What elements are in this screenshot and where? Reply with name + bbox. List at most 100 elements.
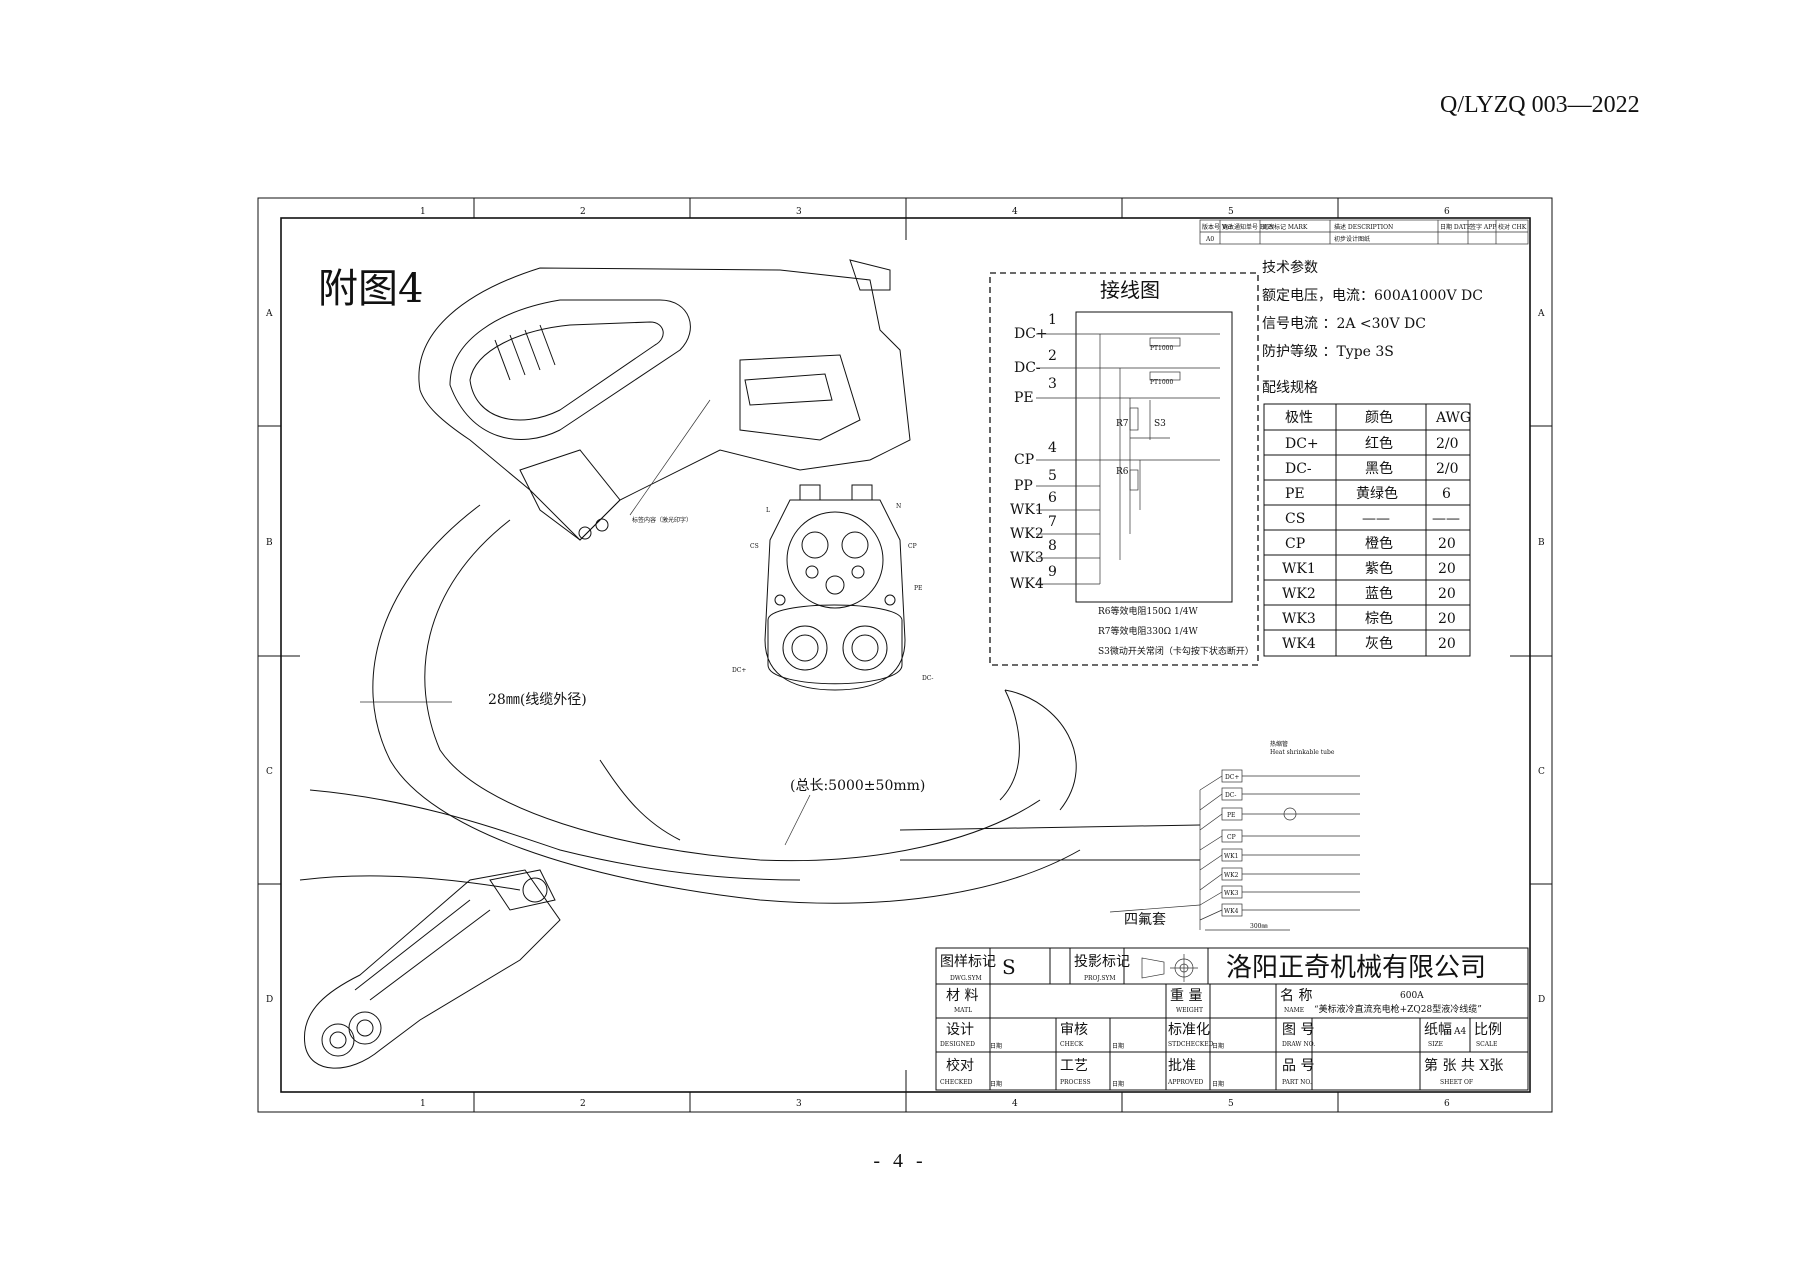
wiring-terminals: 1 DC+ 2 DC- 3 PE 4 CP 5 PP 6 WK1 7 WK2 8… (1010, 312, 1057, 592)
tb-label-en: DESIGNED (940, 1041, 975, 1048)
cable-drawing (299, 504, 1201, 904)
wire-spec-title: 配线规格 (1262, 380, 1318, 396)
tb-label: 标准化 (1168, 1022, 1210, 1038)
harness-dim: 300㎜ (1250, 923, 1267, 930)
tb-label-en: PROJ.SYM (1084, 975, 1116, 982)
tb-date: 日期 (1112, 1042, 1124, 1050)
harness-label: WK3 (1224, 890, 1239, 897)
harness-label: DC- (1225, 792, 1236, 799)
figure-title: 附图4 (318, 266, 423, 312)
wire-spec-table: 极性 颜色 AWG DC+ 红色 2/0 DC- 黑色 2/0 PE 黄绿色 6… (1263, 403, 1471, 657)
ptfe-sleeve-callout: 四氟套 (1124, 912, 1166, 928)
tb-label-en: PART NO. (1282, 1079, 1312, 1086)
wiring-diagram-box (989, 272, 1259, 666)
tb-date: 日期 (990, 1080, 1002, 1088)
tb-sheet: 第 张 共 X张 (1424, 1057, 1503, 1074)
spec-cell: —— (1432, 511, 1460, 527)
component-label: PT1000 (1150, 345, 1173, 352)
row-label: D (1538, 995, 1545, 1005)
tech-params-title: 技术参数 (1262, 259, 1318, 276)
tb-label: 重 量 (1170, 988, 1202, 1004)
rev-header: 签字 APP (1470, 223, 1496, 231)
tb-label: 批准 (1168, 1058, 1196, 1074)
col-label: 6 (1444, 207, 1450, 217)
pin-label: CP (908, 543, 917, 550)
tb-value: S (1002, 955, 1016, 979)
spec-cell: 6 (1442, 486, 1451, 502)
cable-od-callout: 28㎜(线缆外径) (488, 692, 587, 708)
charging-gun-iso-drawing (303, 869, 561, 1069)
spec-cell: 2/0 (1436, 461, 1459, 477)
terminal-label: CP (1014, 452, 1034, 468)
tb-name-value: “美标液冷直流充电枪+ZQ28型液冷线缆” (1314, 1003, 1482, 1015)
tb-label: 比例 (1474, 1022, 1502, 1038)
tb-label-en: NAME (1284, 1007, 1304, 1014)
tb-name-value: 600A (1400, 991, 1424, 1001)
rev-header: 校对 CHK (1498, 223, 1527, 231)
tb-label-en: DRAW NO. (1282, 1041, 1315, 1048)
tb-label: 图 号 (1282, 1022, 1314, 1038)
rev-header: 更改通知单号 ECN (1222, 223, 1274, 231)
harness-label: WK4 (1224, 908, 1239, 915)
rev-cell: 初步设计图纸 (1334, 235, 1370, 243)
spec-cell: 黑色 (1365, 460, 1393, 477)
col-label: 3 (796, 207, 802, 217)
pin-label: L (766, 507, 770, 514)
component-label: R6 (1116, 467, 1129, 477)
harness-label: WK2 (1224, 872, 1239, 879)
spec-cell: 蓝色 (1365, 585, 1393, 602)
spec-cell: 灰色 (1365, 635, 1393, 652)
terminal-label: DC+ (1014, 326, 1048, 342)
spec-cell: 红色 (1365, 435, 1393, 452)
pin-label: N (896, 503, 901, 510)
outer-frame (257, 197, 1553, 1113)
row-label: B (266, 538, 273, 548)
tb-label-en: CHECKED (940, 1079, 973, 1086)
terminal-label: DC- (1014, 360, 1041, 376)
socket-pin-labels: L N CS CP PE DC+ DC- (732, 503, 933, 682)
component-label: S3 (1154, 419, 1166, 429)
col-label: 4 (1012, 207, 1018, 217)
component-label: PT1000 (1150, 379, 1173, 386)
wiring-lines (1036, 333, 1220, 585)
rev-header: 日期 DATE (1440, 223, 1471, 231)
tb-date: 日期 (1112, 1080, 1124, 1088)
spec-cell: 20 (1438, 561, 1456, 577)
spec-cell: WK2 (1282, 586, 1316, 602)
wiring-note: S3微动开关常闭（卡勾按下状态断开） (1098, 645, 1254, 657)
wiring-components: PT1000 PT1000 R7 S3 R6 (1116, 345, 1173, 477)
spec-header: AWG (1435, 410, 1471, 426)
wiring-note: R7等效电阻330Ω 1/4W (1098, 625, 1198, 637)
harness-breakout: 热缩管 Heat shrinkable tube DC+ DC- PE CP W… (1199, 740, 1360, 931)
column-labels-top: 1 2 3 4 5 6 (420, 207, 1450, 217)
rev-header: 描述 DESCRIPTION (1334, 223, 1393, 231)
page-number: - 4 - (873, 1150, 927, 1172)
rev-cell: A0 (1205, 236, 1214, 243)
tech-param: 信号电流 ：2A <30V DC (1262, 316, 1426, 332)
heat-shrink-label-en: Heat shrinkable tube (1270, 749, 1335, 756)
spec-cell: WK1 (1282, 561, 1316, 577)
tb-size-value: A4 (1453, 1027, 1466, 1037)
tb-label-en: APPROVED (1167, 1079, 1203, 1086)
col-label: 1 (420, 207, 426, 217)
tb-label: 投影标记 (1074, 954, 1130, 970)
tb-label-en: SHEET OF (1440, 1079, 1473, 1086)
terminal-num: 5 (1048, 468, 1057, 484)
spec-cell: —— (1362, 511, 1390, 527)
row-label: D (266, 995, 273, 1005)
col-label: 1 (420, 1099, 426, 1109)
row-label: C (266, 767, 273, 777)
col-label: 3 (796, 1099, 802, 1109)
tb-date: 日期 (990, 1042, 1002, 1050)
tb-label-en: SCALE (1476, 1041, 1497, 1048)
document-code: Q/LYZQ 003—2022 (1440, 92, 1640, 118)
component-label: R7 (1116, 419, 1129, 429)
tb-label-en: PROCESS (1060, 1079, 1091, 1086)
socket-face-drawing (764, 484, 906, 691)
projection-symbol-icon (1141, 954, 1198, 982)
tb-label: 材 料 (946, 988, 978, 1004)
spec-cell: 20 (1438, 611, 1456, 627)
terminal-label: PE (1014, 390, 1034, 406)
terminal-num: 7 (1048, 514, 1057, 530)
tb-date: 日期 (1212, 1042, 1224, 1050)
